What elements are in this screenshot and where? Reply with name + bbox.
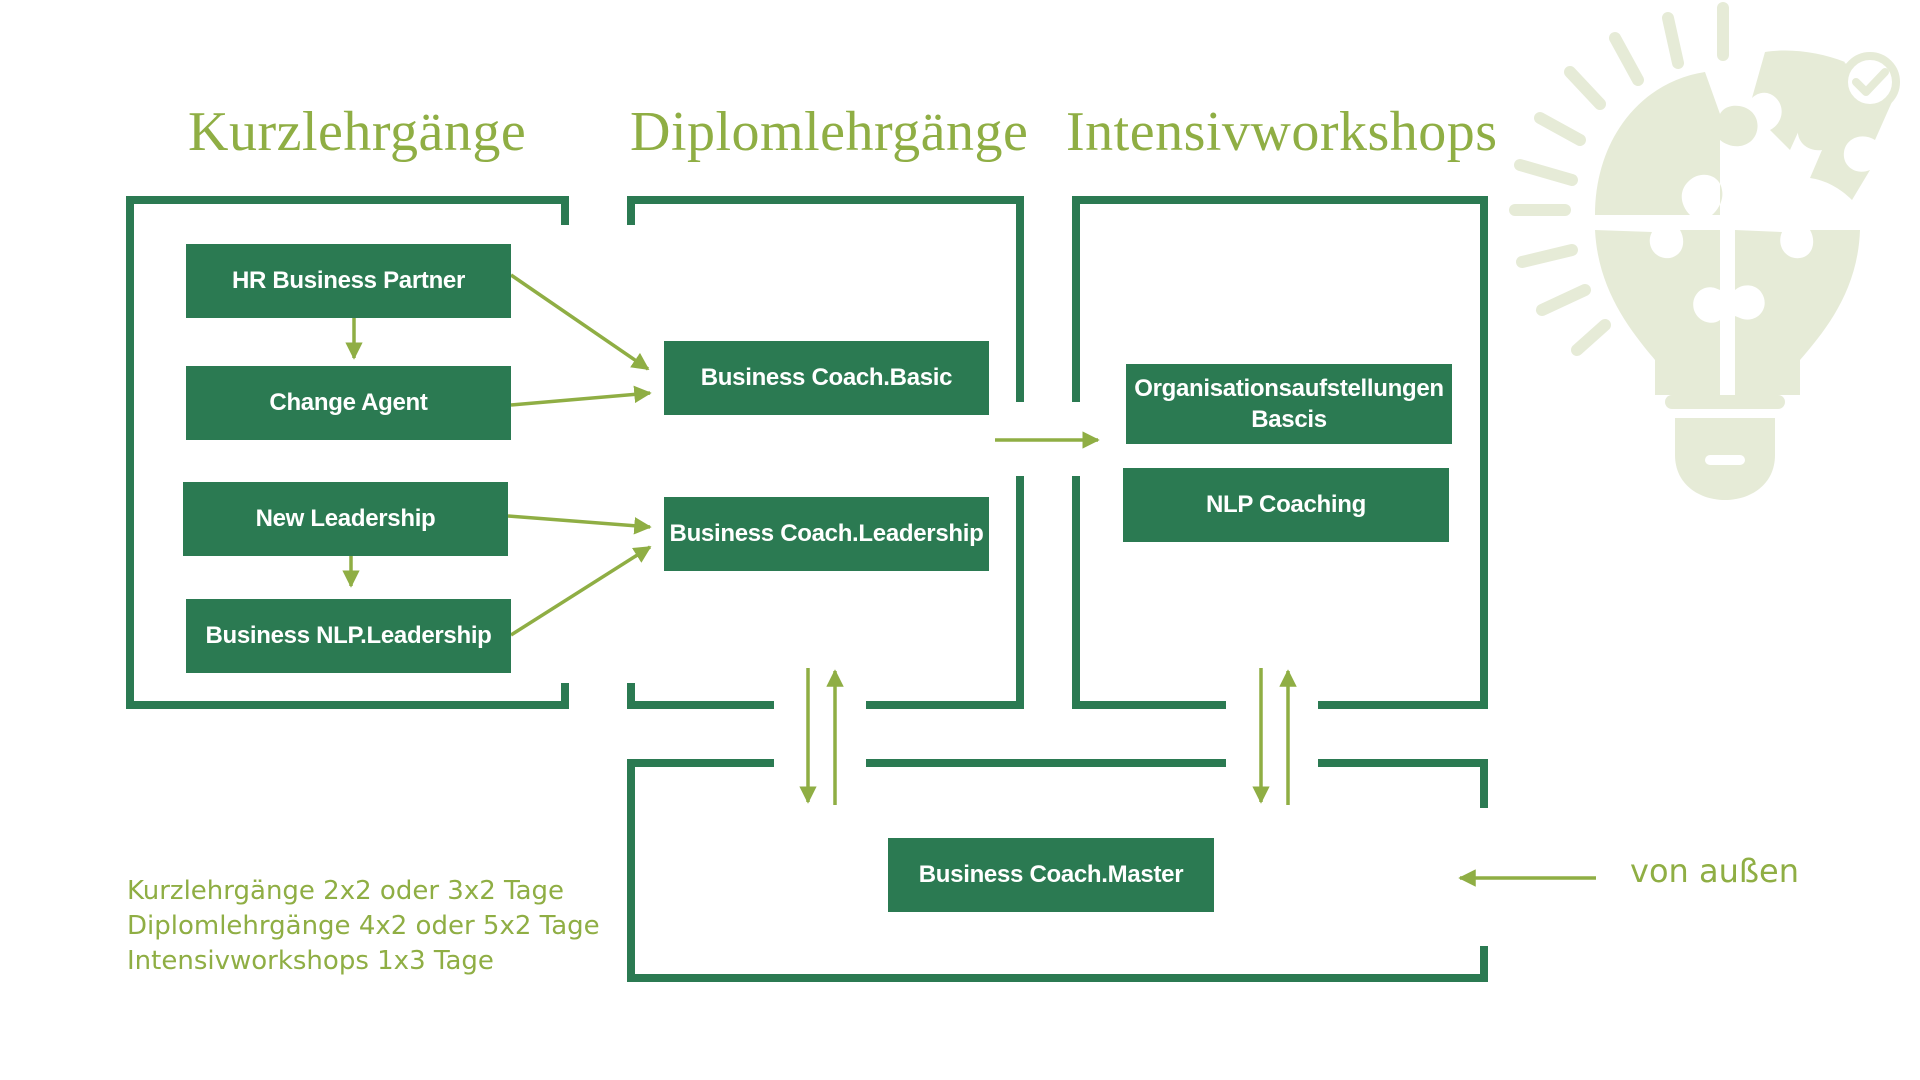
node-organisationsaufstellungen: Organisationsaufstellungen Bascis (1126, 364, 1452, 444)
frame-diplomlehrgaenge-top (627, 196, 1024, 402)
frame-intensivworkshops-bottom (1072, 476, 1226, 709)
node-business-coach-master: Business Coach.Master (888, 838, 1214, 912)
arrow-hr-to-basic (510, 273, 650, 371)
node-new-leadership: New Leadership (183, 482, 508, 556)
frame-intensivworkshops-left (1072, 196, 1488, 709)
arrow-newlead-to-leadership (507, 514, 652, 535)
node-nlp-coaching: NLP Coaching (1123, 468, 1449, 542)
frame-diplomlehrgaenge-left (627, 683, 774, 709)
arrow-change-to-basic (510, 385, 652, 407)
duration-legend: Kurzlehrgänge 2x2 oder 3x2 Tage Diplomle… (127, 874, 600, 979)
heading-diplomlehrgaenge: Diplomlehrgänge (630, 101, 1029, 163)
node-business-nlp-leadership: Business NLP.Leadership (186, 599, 511, 673)
node-org-line1: Organisationsaufstellungen (1134, 374, 1444, 402)
node-business-coach-leadership: Business Coach.Leadership (664, 497, 989, 571)
node-change-agent: Change Agent (186, 366, 511, 440)
legend-line-intensiv: Intensivworkshops 1x3 Tage (127, 946, 494, 976)
legend-line-kurz: Kurzlehrgänge 2x2 oder 3x2 Tage (127, 876, 565, 906)
external-entry-label: von außen (1630, 852, 1799, 890)
heading-kurzlehrgaenge: Kurzlehrgänge (188, 101, 527, 163)
lightbulb-puzzle-icon (1509, 2, 1900, 500)
node-business-coach-basic: Business Coach.Basic (664, 341, 989, 415)
node-org-line2: Bascis (1251, 406, 1327, 433)
legend-line-diplom: Diplomlehrgänge 4x2 oder 5x2 Tage (127, 911, 600, 941)
frame-master-top-right (1318, 759, 1488, 808)
frame-master-top-left (627, 759, 1488, 982)
frame-kurzlehrgaenge (126, 196, 569, 709)
node-hr-business-partner: HR Business Partner (186, 244, 511, 318)
arrow-nlp-to-leadership (510, 545, 652, 637)
heading-intensivworkshops: Intensivworkshops (1066, 101, 1498, 163)
frame-diplomlehrgaenge-right (866, 476, 1024, 709)
